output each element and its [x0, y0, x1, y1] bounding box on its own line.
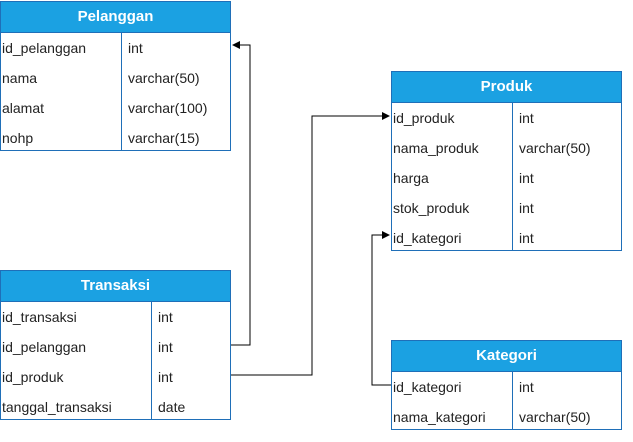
field-name: id_pelanggan: [2, 40, 87, 56]
table-row: nama varchar(50): [1, 63, 230, 93]
field-name: harga: [393, 170, 429, 186]
table-row: id_produk int: [1, 362, 230, 392]
column-divider: [512, 372, 513, 429]
table-row: id_pelanggan int: [1, 332, 230, 362]
table-row: tanggal_transaksi date: [1, 392, 230, 422]
table-title: Pelanggan: [1, 2, 230, 33]
field-type: varchar(50): [519, 140, 591, 156]
table-row: id_kategori int: [392, 372, 621, 402]
field-name: nama: [2, 70, 38, 86]
table-title: Kategori: [392, 341, 621, 372]
table-row: alamat varchar(100): [1, 93, 230, 123]
field-type: int: [128, 40, 143, 56]
field-type: int: [519, 230, 534, 246]
connector-transaksi-produk: [231, 112, 390, 376]
field-name: id_produk: [2, 369, 64, 385]
table-pelanggan[interactable]: Pelanggan id_pelanggan int nama varchar(…: [0, 1, 231, 151]
field-type: int: [158, 369, 173, 385]
table-row: harga int: [392, 163, 621, 193]
column-divider: [151, 302, 152, 419]
table-kategori[interactable]: Kategori id_kategori int nama_kategori v…: [391, 340, 622, 430]
field-type: varchar(100): [128, 100, 208, 116]
field-type: int: [519, 200, 534, 216]
field-name: alamat: [2, 100, 45, 116]
table-title: Transaksi: [1, 271, 230, 302]
field-name: id_kategori: [393, 379, 462, 395]
table-row: id_transaksi int: [1, 302, 230, 332]
column-divider: [512, 103, 513, 250]
column-divider: [121, 33, 122, 150]
table-row: nama_kategori varchar(50): [392, 402, 621, 432]
table-row: nohp varchar(15): [1, 123, 230, 153]
table-produk[interactable]: Produk id_produk int nama_produk varchar…: [391, 71, 622, 251]
field-type: int: [158, 339, 173, 355]
field-type: int: [519, 110, 534, 126]
table-row: stok_produk int: [392, 193, 621, 223]
field-name: id_pelanggan: [2, 339, 87, 355]
connector-transaksi-pelanggan: [231, 41, 251, 346]
table-row: id_produk int: [392, 103, 621, 133]
field-name: id_transaksi: [2, 309, 77, 325]
field-type: int: [519, 170, 534, 186]
field-type: int: [519, 379, 534, 395]
table-row: nama_produk varchar(50): [392, 133, 621, 163]
field-type: varchar(50): [128, 70, 200, 86]
table-row: id_pelanggan int: [1, 33, 230, 63]
field-type: varchar(15): [128, 130, 200, 146]
field-name: id_produk: [393, 110, 455, 126]
field-type: varchar(50): [519, 409, 591, 425]
table-row: id_kategori int: [392, 223, 621, 253]
field-type: int: [158, 309, 173, 325]
field-name: id_kategori: [393, 230, 462, 246]
field-name: tanggal_transaksi: [2, 399, 112, 415]
field-name: stok_produk: [393, 200, 470, 216]
connector-kategori-produk: [371, 231, 391, 386]
field-name: nama_produk: [393, 140, 479, 156]
table-title: Produk: [392, 72, 621, 103]
field-name: nohp: [2, 130, 34, 146]
field-name: nama_kategori: [393, 409, 486, 425]
table-transaksi[interactable]: Transaksi id_transaksi int id_pelanggan …: [0, 270, 231, 420]
field-type: date: [158, 399, 186, 415]
